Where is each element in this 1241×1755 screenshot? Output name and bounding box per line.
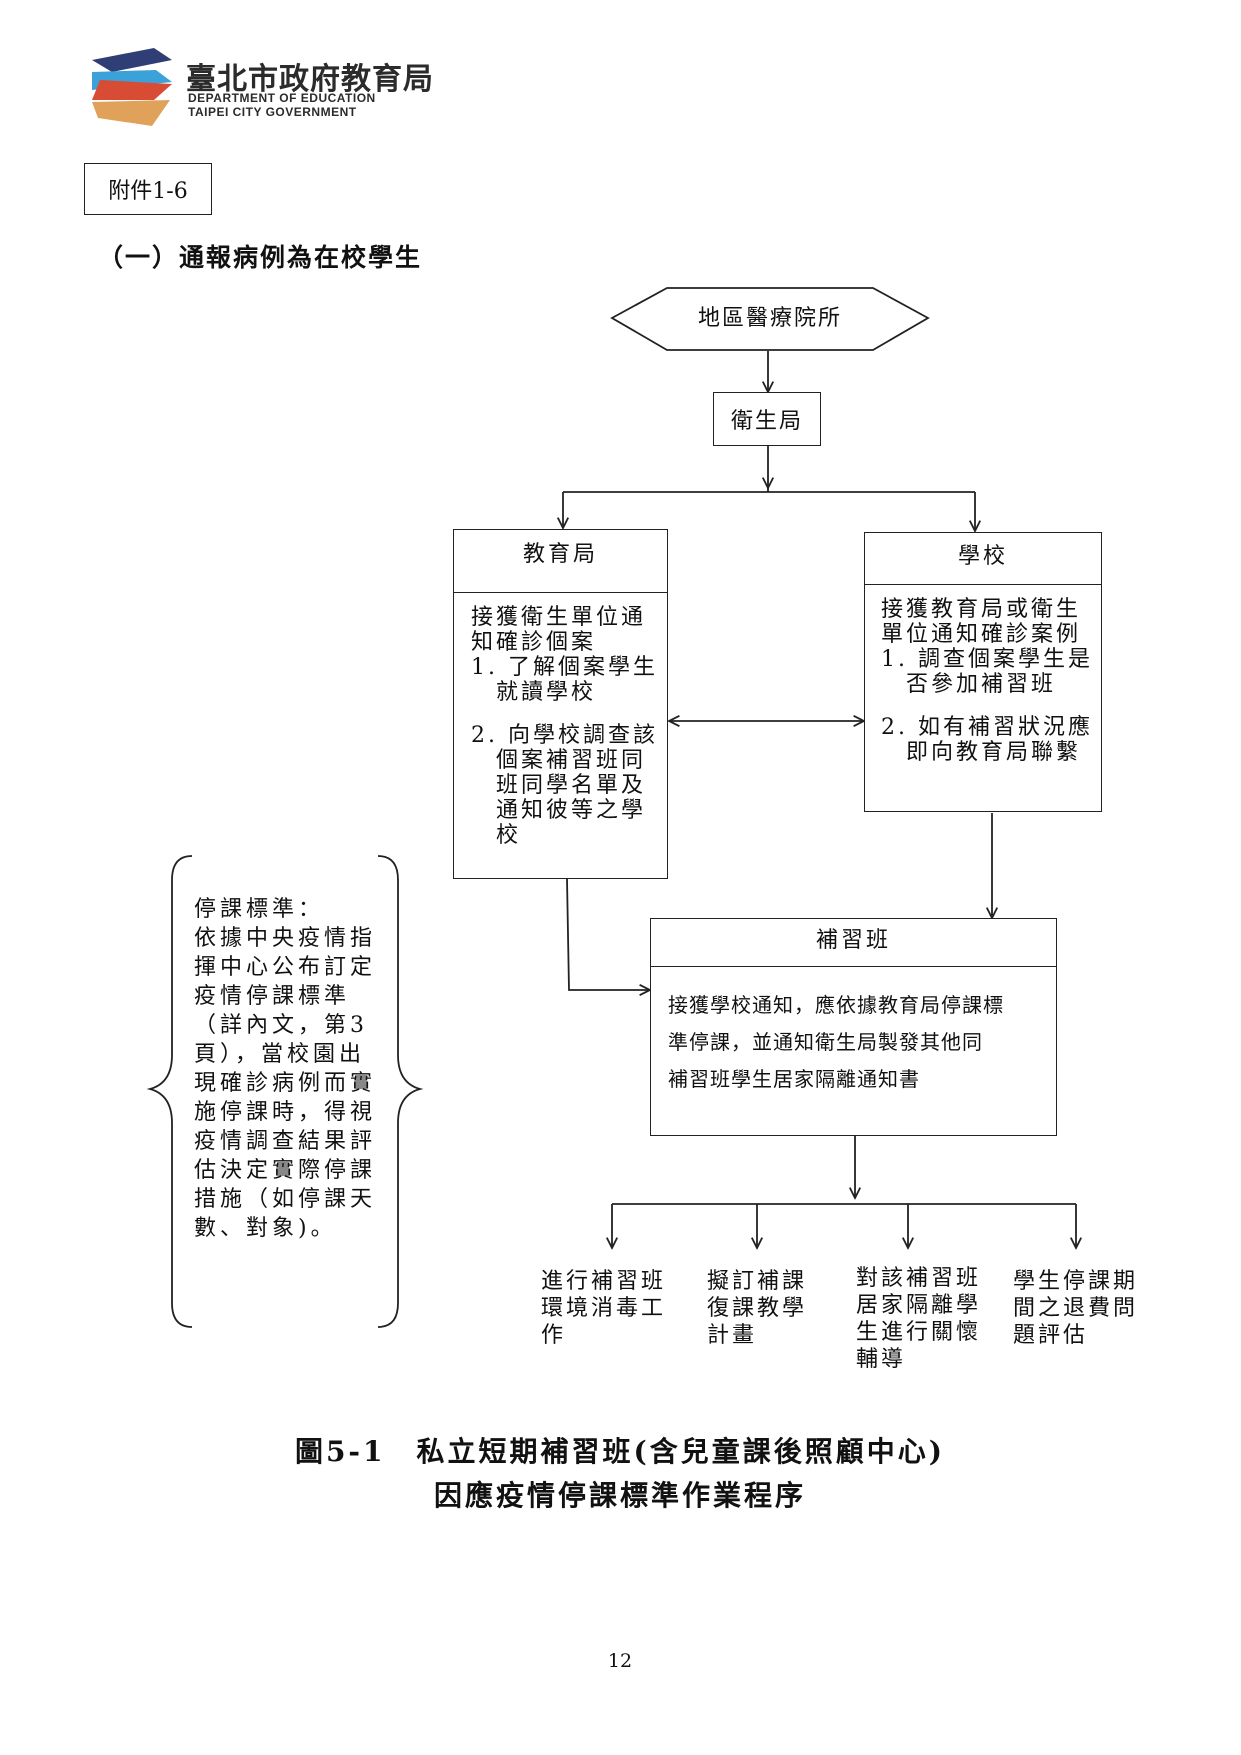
outcome-refund-evaluation: 學生停課期 間之退費問 題評估	[1013, 1268, 1153, 1349]
suspension-criteria-note: 停課標準： 依據中央疫情指 揮中心公布訂定 疫情停課標準 （詳內文，第3 頁），…	[194, 895, 384, 1243]
health-bureau-label: 衛生局	[730, 409, 803, 434]
outcome-line: 對該補習班	[856, 1266, 982, 1291]
outcome-line: 間之退費問	[1013, 1296, 1139, 1321]
cram-school-body: 接獲學校通知，應依據教育局停課標 準停課，並通知衛生局製發其他同 補習班學生居家…	[651, 967, 1056, 1098]
outcome-care-guidance: 對該補習班 居家隔離學 生進行關懷 輔導	[856, 1265, 996, 1373]
health-bureau-node: 衛生局	[713, 392, 821, 446]
school-item-1: 1. 調查個案學生是	[881, 647, 1093, 672]
cram-school-node: 補習班 接獲學校通知，應依據教育局停課標 準停課，並通知衛生局製發其他同 補習班…	[650, 918, 1057, 1136]
outcome-line: 作	[541, 1323, 567, 1348]
cram-school-line: 接獲學校通知，應依據教育局停課標	[668, 993, 1004, 1017]
edu-bureau-item-2: 班同學名單及	[496, 773, 647, 798]
edu-bureau-item-2: 個案補習班同	[496, 748, 647, 773]
section-heading: （一）通報病例為在校學生	[98, 243, 423, 272]
right-brace	[377, 855, 424, 1328]
note-line: 停課標準：	[194, 897, 325, 922]
school-intro: 單位通知確診案例	[881, 622, 1082, 647]
hospital-hexagon	[610, 287, 930, 351]
edu-bureau-item-1: 1. 了解個案學生	[471, 655, 658, 680]
department-logo-icon	[92, 48, 172, 126]
hospital-node: 地區醫療院所	[697, 306, 842, 331]
logo	[92, 48, 172, 126]
figure-caption-line2: 因應疫情停課標準作業程序	[433, 1479, 806, 1512]
page-number: 12	[607, 1650, 633, 1672]
edu-bureau-item-2: 2. 向學校調查該	[471, 723, 658, 748]
figure-caption-line1: 圖5-1 私立短期補習班(含兒童課後照顧中心)	[294, 1435, 946, 1468]
cram-school-line: 補習班學生居家隔離通知書	[668, 1067, 920, 1091]
school-item-1: 否參加補習班	[906, 672, 1057, 697]
note-line: 數、對象)。	[194, 1216, 337, 1241]
school-body: 接獲教育局或衛生 單位通知確診案例 1. 調查個案學生是 否參加補習班 2. 如…	[865, 585, 1101, 765]
edu-bureau-item-2: 校	[496, 823, 522, 848]
school-intro: 接獲教育局或衛生	[881, 597, 1082, 622]
edu-bureau-item-1: 就讀學校	[496, 680, 597, 705]
note-line: 頁），當校園出	[194, 1042, 366, 1067]
edu-bureau-item-2: 通知彼等之學	[496, 798, 647, 823]
outcome-line: 學生停課期	[1013, 1269, 1139, 1294]
outcome-line: 進行補習班	[541, 1269, 667, 1294]
note-line: 揮中心公布訂定	[194, 955, 377, 980]
school-item-2: 即向教育局聯繫	[906, 740, 1082, 765]
outcome-line: 擬訂補課	[707, 1269, 808, 1294]
school-title: 學校	[865, 533, 1101, 585]
note-line: 措施（如停課天	[194, 1187, 377, 1212]
edu-bureau-body: 接獲衛生單位通 知確診個案 1. 了解個案學生 就讀學校 2. 向學校調查該 個…	[454, 593, 667, 848]
logo-english-line2: TAIPEI CITY GOVERNMENT	[188, 105, 357, 119]
note-line: 疫情調查結果評	[194, 1129, 377, 1154]
edu-bureau-intro: 接獲衛生單位通	[471, 605, 647, 630]
note-line: 疫情停課標準	[194, 984, 351, 1009]
outcome-line: 復課教學	[707, 1296, 808, 1321]
attachment-label: 附件1-6	[84, 163, 212, 215]
outcome-line: 環境消毒工	[541, 1296, 667, 1321]
edu-bureau-node: 教育局 接獲衛生單位通 知確診個案 1. 了解個案學生 就讀學校 2. 向學校調…	[453, 529, 668, 879]
outcome-line: 輔導	[856, 1347, 907, 1372]
outcome-makeup-plan: 擬訂補課 復課教學 計畫	[707, 1268, 827, 1349]
logo-english-line1: DEPARTMENT OF EDUCATION	[188, 91, 376, 105]
outcome-line: 計畫	[707, 1323, 758, 1348]
note-line: （詳內文，第3	[194, 1013, 368, 1038]
cram-school-line: 準停課，並通知衛生局製發其他同	[668, 1030, 983, 1054]
outcome-line: 生進行關懷	[856, 1320, 982, 1345]
school-node: 學校 接獲教育局或衛生 單位通知確診案例 1. 調查個案學生是 否參加補習班 2…	[864, 532, 1102, 812]
note-line: 依據中央疫情指	[194, 926, 377, 951]
outcome-disinfection: 進行補習班 環境消毒工 作	[541, 1268, 681, 1349]
logo-chinese-name: 臺北市政府教育局	[186, 62, 434, 97]
note-line: 現確診病例而實	[194, 1071, 377, 1096]
cram-school-title: 補習班	[651, 919, 1056, 967]
note-line: 施停課時，得視	[194, 1100, 377, 1125]
left-brace	[146, 855, 193, 1328]
outcome-line: 居家隔離學	[856, 1293, 982, 1318]
outcome-line: 題評估	[1013, 1323, 1089, 1348]
school-item-2: 2. 如有補習狀況應	[881, 715, 1093, 740]
edu-bureau-title: 教育局	[454, 530, 667, 593]
edu-bureau-intro: 知確診個案	[471, 630, 597, 655]
note-line: 估決定實際停課	[194, 1158, 377, 1183]
